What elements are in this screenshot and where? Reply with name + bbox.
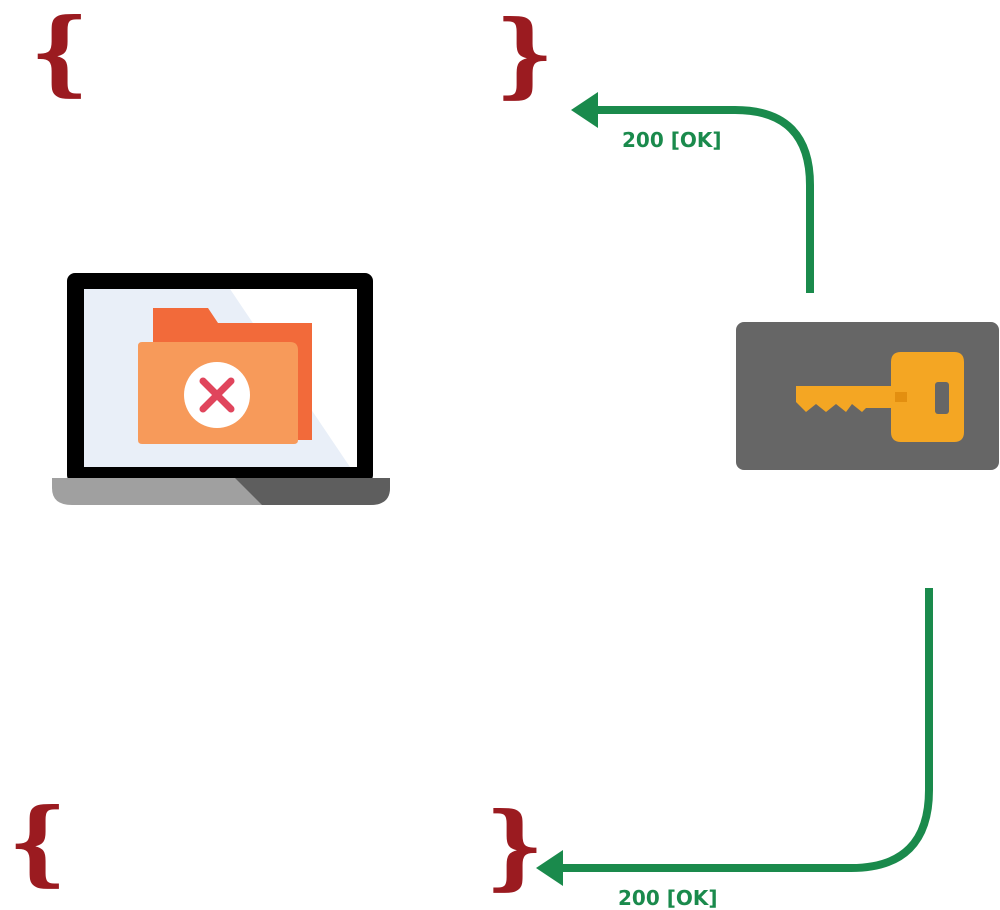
top-close-brace: } <box>495 0 555 108</box>
top-open-brace: { <box>30 0 90 106</box>
error-x-icon <box>199 377 235 413</box>
top-arrowhead <box>571 92 598 128</box>
top-status-label: 200 [OK] <box>622 128 722 152</box>
top-response-arrow <box>595 106 814 293</box>
key-icon <box>796 352 964 442</box>
bottom-arrowhead <box>536 850 563 886</box>
bottom-response-arrow <box>560 588 933 872</box>
bottom-open-brace: { <box>8 788 68 896</box>
bottom-status-label: 200 [OK] <box>618 886 718 910</box>
folder-error-icon <box>138 308 312 444</box>
bottom-close-brace: } <box>485 792 545 900</box>
